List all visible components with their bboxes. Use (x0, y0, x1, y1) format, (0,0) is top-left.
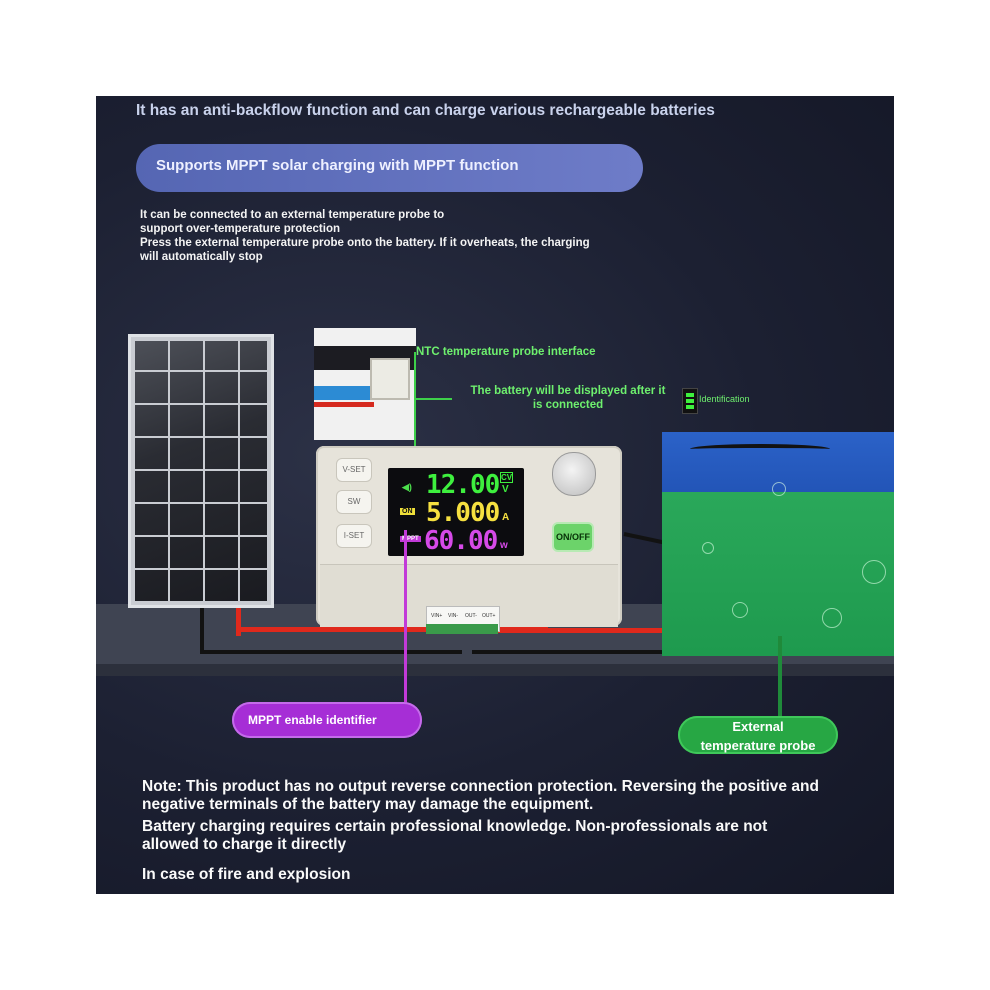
i-set-button[interactable]: I-SET (336, 524, 372, 548)
ntc-interface-label: NTC temperature probe interface (416, 346, 596, 358)
black-wire (472, 650, 722, 654)
black-wire (200, 650, 462, 654)
identification-label: Identification (699, 394, 750, 404)
mppt-banner: Supports MPPT solar charging with MPPT f… (136, 144, 643, 192)
black-wire (200, 606, 204, 654)
external-probe-line: External (732, 719, 784, 734)
terminal-label: OUT- (465, 613, 477, 619)
solar-cells (135, 341, 267, 601)
on-off-button[interactable]: ON/OFF (552, 522, 594, 552)
battery (662, 432, 894, 656)
red-wire (236, 627, 548, 632)
battery-identification-icon (682, 388, 698, 414)
cv-mode-badge: CV (500, 472, 514, 483)
probe-note-line: Press the external temperature probe ont… (140, 237, 590, 249)
current-readout: 5.000 (426, 498, 500, 528)
battery-display-label: The battery will be displayed after it i… (448, 384, 688, 412)
red-wire (236, 600, 241, 636)
bubble (862, 560, 886, 584)
external-probe-line: temperature probe (700, 738, 816, 753)
product-poster: It has an anti-backflow function and can… (96, 96, 894, 894)
bubble (702, 542, 714, 554)
terminal-screws (426, 624, 498, 634)
connector-wire (314, 402, 374, 407)
mppt-charge-controller: V-SET SW I-SET ◀) 12.00 CV V ON 5.000 A … (316, 446, 622, 627)
speaker-icon: ◀) (402, 482, 412, 492)
reverse-connection-note: Note: This product has no output reverse… (142, 778, 819, 813)
green-callout-line (414, 352, 416, 482)
terminal-label: OUT+ (482, 613, 496, 619)
terminal-label: VIN+ (431, 613, 443, 619)
mppt-identifier-tag: MPPT enable identifier (232, 702, 422, 738)
ntc-plug (370, 358, 410, 400)
magenta-callout-line (404, 530, 407, 704)
mppt-banner-text: Supports MPPT solar charging with MPPT f… (156, 157, 519, 174)
voltage-readout: 12.00 (426, 470, 500, 500)
battery-body (662, 492, 894, 656)
bubble (822, 608, 842, 628)
bubble (772, 482, 786, 496)
probe-note-line: will automatically stop (140, 251, 263, 263)
external-probe-tag: External temperature probe (678, 716, 838, 754)
fire-warning-note: In case of fire and explosion (142, 866, 351, 883)
power-readout: 60.00 (424, 526, 498, 556)
terminal-label: VIN- (448, 613, 458, 619)
power-unit: w (500, 540, 508, 551)
sw-button[interactable]: SW (336, 490, 372, 514)
ntc-connector-photo (314, 328, 416, 440)
on-badge: ON (400, 508, 415, 515)
adjust-knob[interactable] (552, 452, 596, 496)
green-callout-line (416, 398, 452, 400)
probe-notes: It can be connected to an external tempe… (140, 208, 660, 264)
battery-label-line: The battery will be displayed after it (470, 385, 666, 397)
current-unit: A (502, 512, 510, 523)
probe-note-line: It can be connected to an external tempe… (140, 209, 445, 221)
v-set-button[interactable]: V-SET (336, 458, 372, 482)
headline: It has an anti-backflow function and can… (136, 102, 715, 119)
green-probe-wire (778, 636, 782, 718)
mppt-identifier-text: MPPT enable identifier (248, 713, 377, 727)
probe-note-line: support over-temperature protection (140, 223, 340, 235)
professional-note: Battery charging requires certain profes… (142, 818, 768, 853)
lcd-screen: ◀) 12.00 CV V ON 5.000 A MPPT 60.00 w (388, 468, 524, 556)
floor-edge (96, 664, 894, 676)
mppt-badge: MPPT (400, 536, 421, 542)
black-wire (690, 444, 830, 454)
battery-label-line: is connected (532, 399, 604, 411)
bubble (732, 602, 748, 618)
solar-panel (128, 334, 274, 608)
red-wire (486, 628, 682, 633)
connector-pcb (314, 386, 374, 400)
voltage-unit: V (502, 484, 509, 495)
